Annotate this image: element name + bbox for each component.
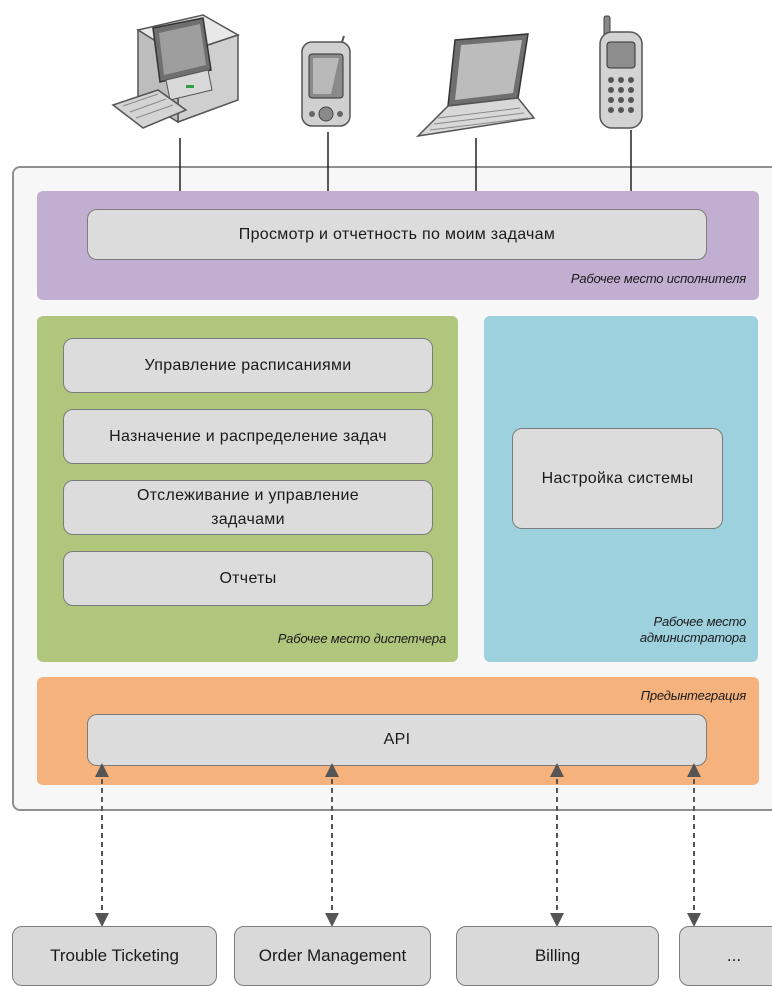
external-billing: Billing <box>456 926 659 986</box>
desktop-computer-icon <box>111 14 240 129</box>
pda-icon <box>301 35 351 127</box>
my-tasks-box: Просмотр и отчетность по моим задачам <box>87 209 707 260</box>
admin-zone-caption: Рабочее место администратора <box>639 614 746 645</box>
system-settings-box: Настройка системы <box>512 428 723 529</box>
dispatcher-zone-caption: Рабочее место диспетчера <box>277 631 446 646</box>
task-assignment-box: Назначение и распределение задач <box>63 409 433 464</box>
task-tracking-box: Отслеживание и управление задачами <box>63 480 433 535</box>
external-trouble-ticketing: Trouble Ticketing <box>12 926 217 986</box>
external-other: ... <box>679 926 772 986</box>
schedule-management-box: Управление расписаниями <box>63 338 433 393</box>
executor-zone-caption: Рабочее место исполнителя <box>570 271 746 286</box>
laptop-icon <box>415 33 536 138</box>
api-box: API <box>87 714 707 766</box>
integration-zone-caption: Предынтеграция <box>640 688 747 703</box>
reports-box: Отчеты <box>63 551 433 606</box>
external-order-management: Order Management <box>234 926 431 986</box>
mobile-phone-icon <box>599 15 643 129</box>
